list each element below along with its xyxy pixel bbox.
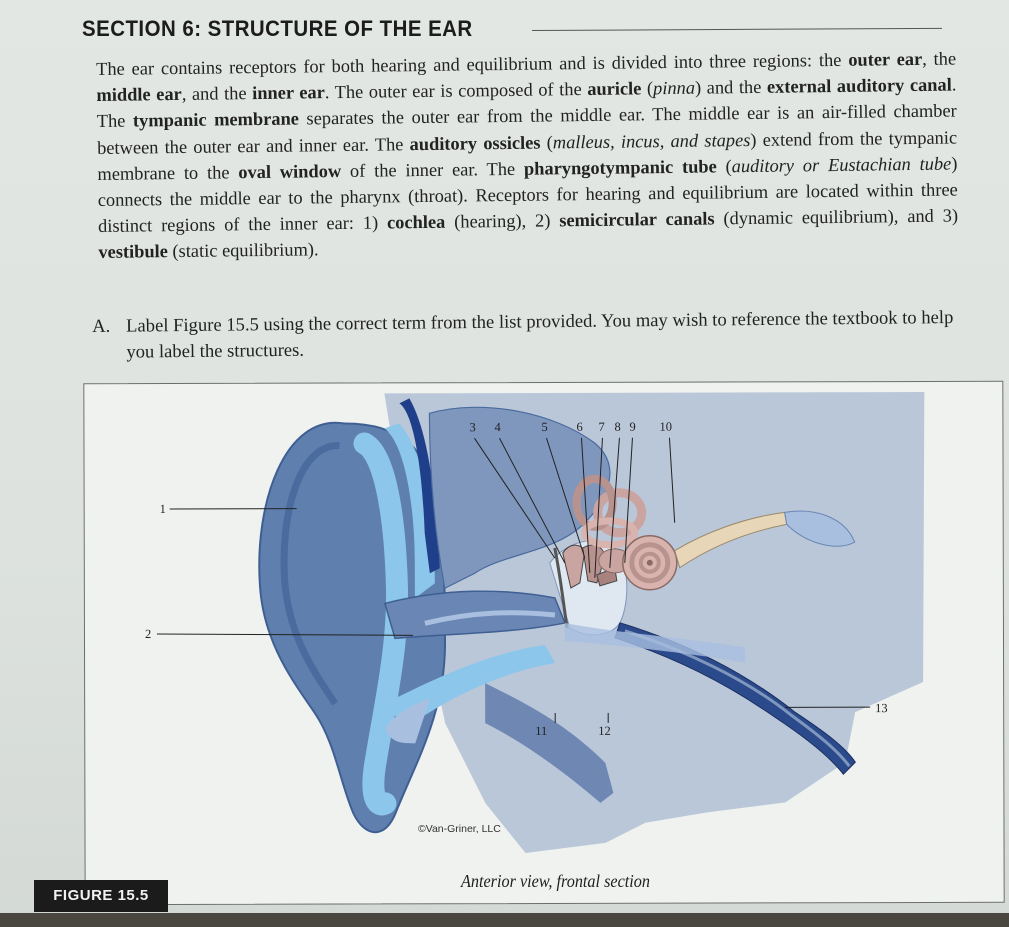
intro-segment: middle ear bbox=[96, 84, 182, 106]
intro-segment: tympanic membrane bbox=[132, 108, 300, 131]
intro-segment: (dynamic equilibrium), and 3) bbox=[714, 205, 959, 229]
figure-badge: FIGURE 15.5 bbox=[34, 880, 168, 912]
intro-segment: (hearing), 2) bbox=[445, 210, 560, 232]
title-rule bbox=[531, 27, 942, 31]
semicircular-canal-anterior bbox=[593, 488, 647, 538]
intro-segment: The ear contains receptors for both hear… bbox=[96, 49, 849, 79]
intro-segment: vestibule bbox=[98, 241, 169, 263]
intro-segment: ( bbox=[641, 78, 654, 99]
tympanic-membrane bbox=[553, 547, 569, 629]
lower-tissue bbox=[485, 683, 614, 803]
intro-segment: auditory ossicles bbox=[409, 132, 541, 154]
label-8: 8 bbox=[614, 420, 620, 434]
cartilage-band bbox=[384, 423, 435, 599]
task-letter: A. bbox=[92, 315, 111, 337]
intro-segment: of the inner ear. The bbox=[341, 158, 525, 181]
intro-segment: external auditory canal bbox=[766, 74, 952, 98]
intro-segment: , the bbox=[922, 48, 957, 69]
ear-diagram: 1 2 3 4 5 6 7 8 9 10 11 12 13 bbox=[145, 392, 925, 854]
page-edge bbox=[0, 913, 1009, 927]
intro-segment: oval window bbox=[238, 160, 342, 183]
copyright-text: ©Van-Griner, LLC bbox=[418, 823, 501, 835]
intro-segment: , and the bbox=[181, 83, 253, 105]
label-3: 3 bbox=[469, 420, 475, 434]
figure-caption: Anterior view, frontal section bbox=[461, 871, 650, 891]
label-7: 7 bbox=[598, 420, 604, 434]
label-13: 13 bbox=[875, 701, 888, 715]
task-a: A. Label Figure 15.5 using the correct t… bbox=[92, 305, 962, 366]
intro-segment: cochlea bbox=[386, 211, 446, 233]
cochlea bbox=[622, 534, 678, 591]
label-4: 4 bbox=[494, 420, 501, 434]
label-6: 6 bbox=[576, 420, 582, 434]
intro-segment: ) and the bbox=[694, 77, 768, 98]
canal-lining bbox=[424, 610, 556, 626]
intro-segment: semicircular canals bbox=[559, 208, 715, 231]
intro-segment: inner ear bbox=[252, 82, 325, 104]
label-11: 11 bbox=[535, 724, 547, 738]
label-5: 5 bbox=[541, 420, 547, 434]
intro-segment: . The outer ear is composed of the bbox=[324, 79, 588, 103]
lobule-cartilage bbox=[385, 698, 431, 744]
figure-frame: 1 2 3 4 5 6 7 8 9 10 11 12 13 bbox=[83, 380, 1005, 906]
skin-fold bbox=[399, 398, 440, 574]
intro-segment: ( bbox=[716, 156, 732, 177]
intro-segment: pinna bbox=[652, 77, 696, 99]
intro-segment: auditory or Eustachian tube bbox=[731, 153, 952, 177]
malleus bbox=[562, 544, 586, 589]
label-10: 10 bbox=[659, 420, 672, 434]
intro-segment: ( bbox=[540, 132, 553, 153]
intro-segment: outer ear bbox=[848, 48, 923, 70]
label-2: 2 bbox=[145, 627, 151, 641]
label-1: 1 bbox=[160, 502, 166, 516]
label-9: 9 bbox=[629, 420, 635, 434]
semicircular-canal-lateral bbox=[581, 517, 639, 549]
auricle-rim bbox=[280, 442, 340, 706]
nerve-bundle bbox=[784, 510, 856, 547]
intro-paragraph: The ear contains receptors for both hear… bbox=[96, 45, 958, 265]
intro-segment: malleus, incus, and stapes bbox=[552, 129, 751, 153]
intro-segment: pharyngotympanic tube bbox=[523, 156, 717, 179]
task-text: Label Figure 15.5 using the correct term… bbox=[126, 306, 954, 363]
section-title: SECTION 6: STRUCTURE OF THE EAR bbox=[82, 16, 473, 41]
auricle-cartilage bbox=[353, 432, 409, 815]
intro-segment: (static equilibrium). bbox=[167, 239, 319, 262]
petrous-bone bbox=[564, 622, 746, 663]
label-12: 12 bbox=[598, 724, 611, 738]
pharyngotympanic-tube bbox=[614, 622, 856, 775]
intro-segment: auricle bbox=[587, 78, 642, 100]
lower-cartilage bbox=[385, 644, 556, 729]
leader-lines bbox=[156, 437, 871, 708]
